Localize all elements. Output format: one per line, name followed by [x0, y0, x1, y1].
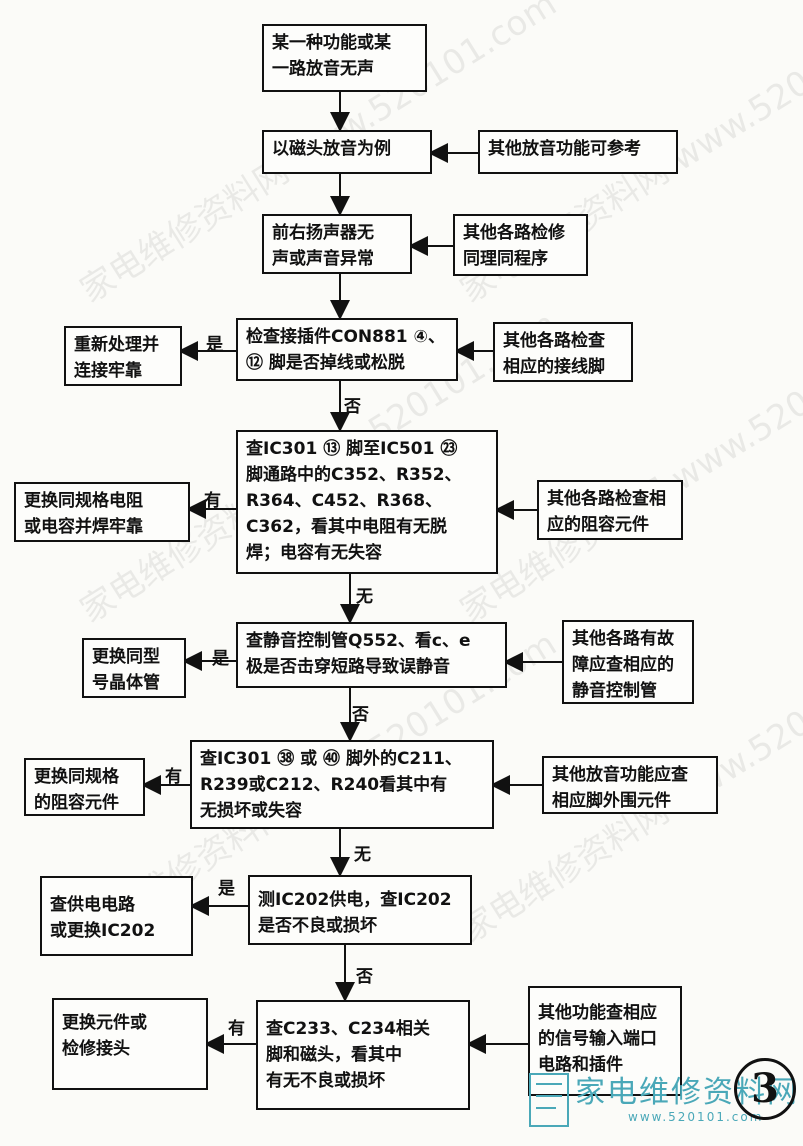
- replace-transistor-action: 更换同型 号晶体管: [82, 638, 186, 698]
- ic301-pin38-node: 查IC301 ㊳ 或 ㊵ 脚外的C211、 R239或C212、R240看其中有…: [190, 740, 494, 829]
- input-port-note: 其他功能查相应 的信号输入端口 电路和插件: [528, 986, 682, 1096]
- branch-has-label: 有: [204, 491, 221, 511]
- branch-has-label: 有: [228, 1019, 245, 1039]
- page-number-badge: 3: [734, 1058, 796, 1120]
- other-playback-note: 其他放音功能可参考: [478, 130, 678, 174]
- speaker-node: 前右扬声器无 声或声音异常: [262, 214, 412, 274]
- start-node: 某一种功能或某 一路放音无声: [262, 24, 427, 92]
- other-mute-note: 其他各路有故 障应查相应的 静音控制管: [562, 620, 694, 704]
- branch-none-label: 无: [354, 845, 371, 865]
- reconnect-action: 重新处理并 连接牢靠: [64, 326, 182, 386]
- replace-part-action: 更换元件或 检修接头: [52, 998, 208, 1090]
- site-logo-url: www.520101.com: [628, 1110, 764, 1124]
- branch-none-label: 无: [356, 587, 373, 607]
- branch-yes-label: 是: [206, 335, 223, 355]
- site-logo-icon: [529, 1073, 569, 1127]
- replace-rc-action: 更换同规格电阻 或电容并焊牢靠: [14, 482, 190, 542]
- branch-yes-label: 是: [212, 649, 229, 669]
- connector-check-node: 检查接插件CON881 ④、 ⑫ 脚是否掉线或松脱: [236, 318, 458, 381]
- capacitor-head-node: 查C233、C234相关 脚和磁头，看其中 有无不良或损坏: [256, 1000, 470, 1110]
- ic301-path-node: 查IC301 ⑬ 脚至IC501 ㉓ 脚通路中的C352、R352、 R364、…: [236, 430, 498, 574]
- branch-no-label: 否: [356, 967, 373, 987]
- other-rc-note: 其他各路检查相 应的阻容元件: [537, 480, 683, 540]
- replace-component-action: 更换同规格 的阻容元件: [24, 758, 145, 816]
- mute-transistor-node: 查静音控制管Q552、看c、e 极是否击穿短路导致误静音: [236, 622, 507, 688]
- branch-no-label: 否: [352, 705, 369, 725]
- branch-yes-label: 是: [218, 879, 235, 899]
- branch-has-label: 有: [165, 767, 182, 787]
- check-power-action: 查供电电路 或更换IC202: [40, 876, 193, 956]
- other-peripheral-note: 其他放音功能应查 相应脚外围元件: [542, 756, 718, 814]
- other-pins-note: 其他各路检查 相应的接线脚: [493, 322, 633, 382]
- magnetic-head-node: 以磁头放音为例: [262, 130, 432, 174]
- ic202-power-node: 测IC202供电，查IC202 是否不良或损坏: [248, 875, 472, 945]
- other-channels-note: 其他各路检修 同理同程序: [453, 214, 588, 276]
- branch-no-label: 否: [344, 397, 361, 417]
